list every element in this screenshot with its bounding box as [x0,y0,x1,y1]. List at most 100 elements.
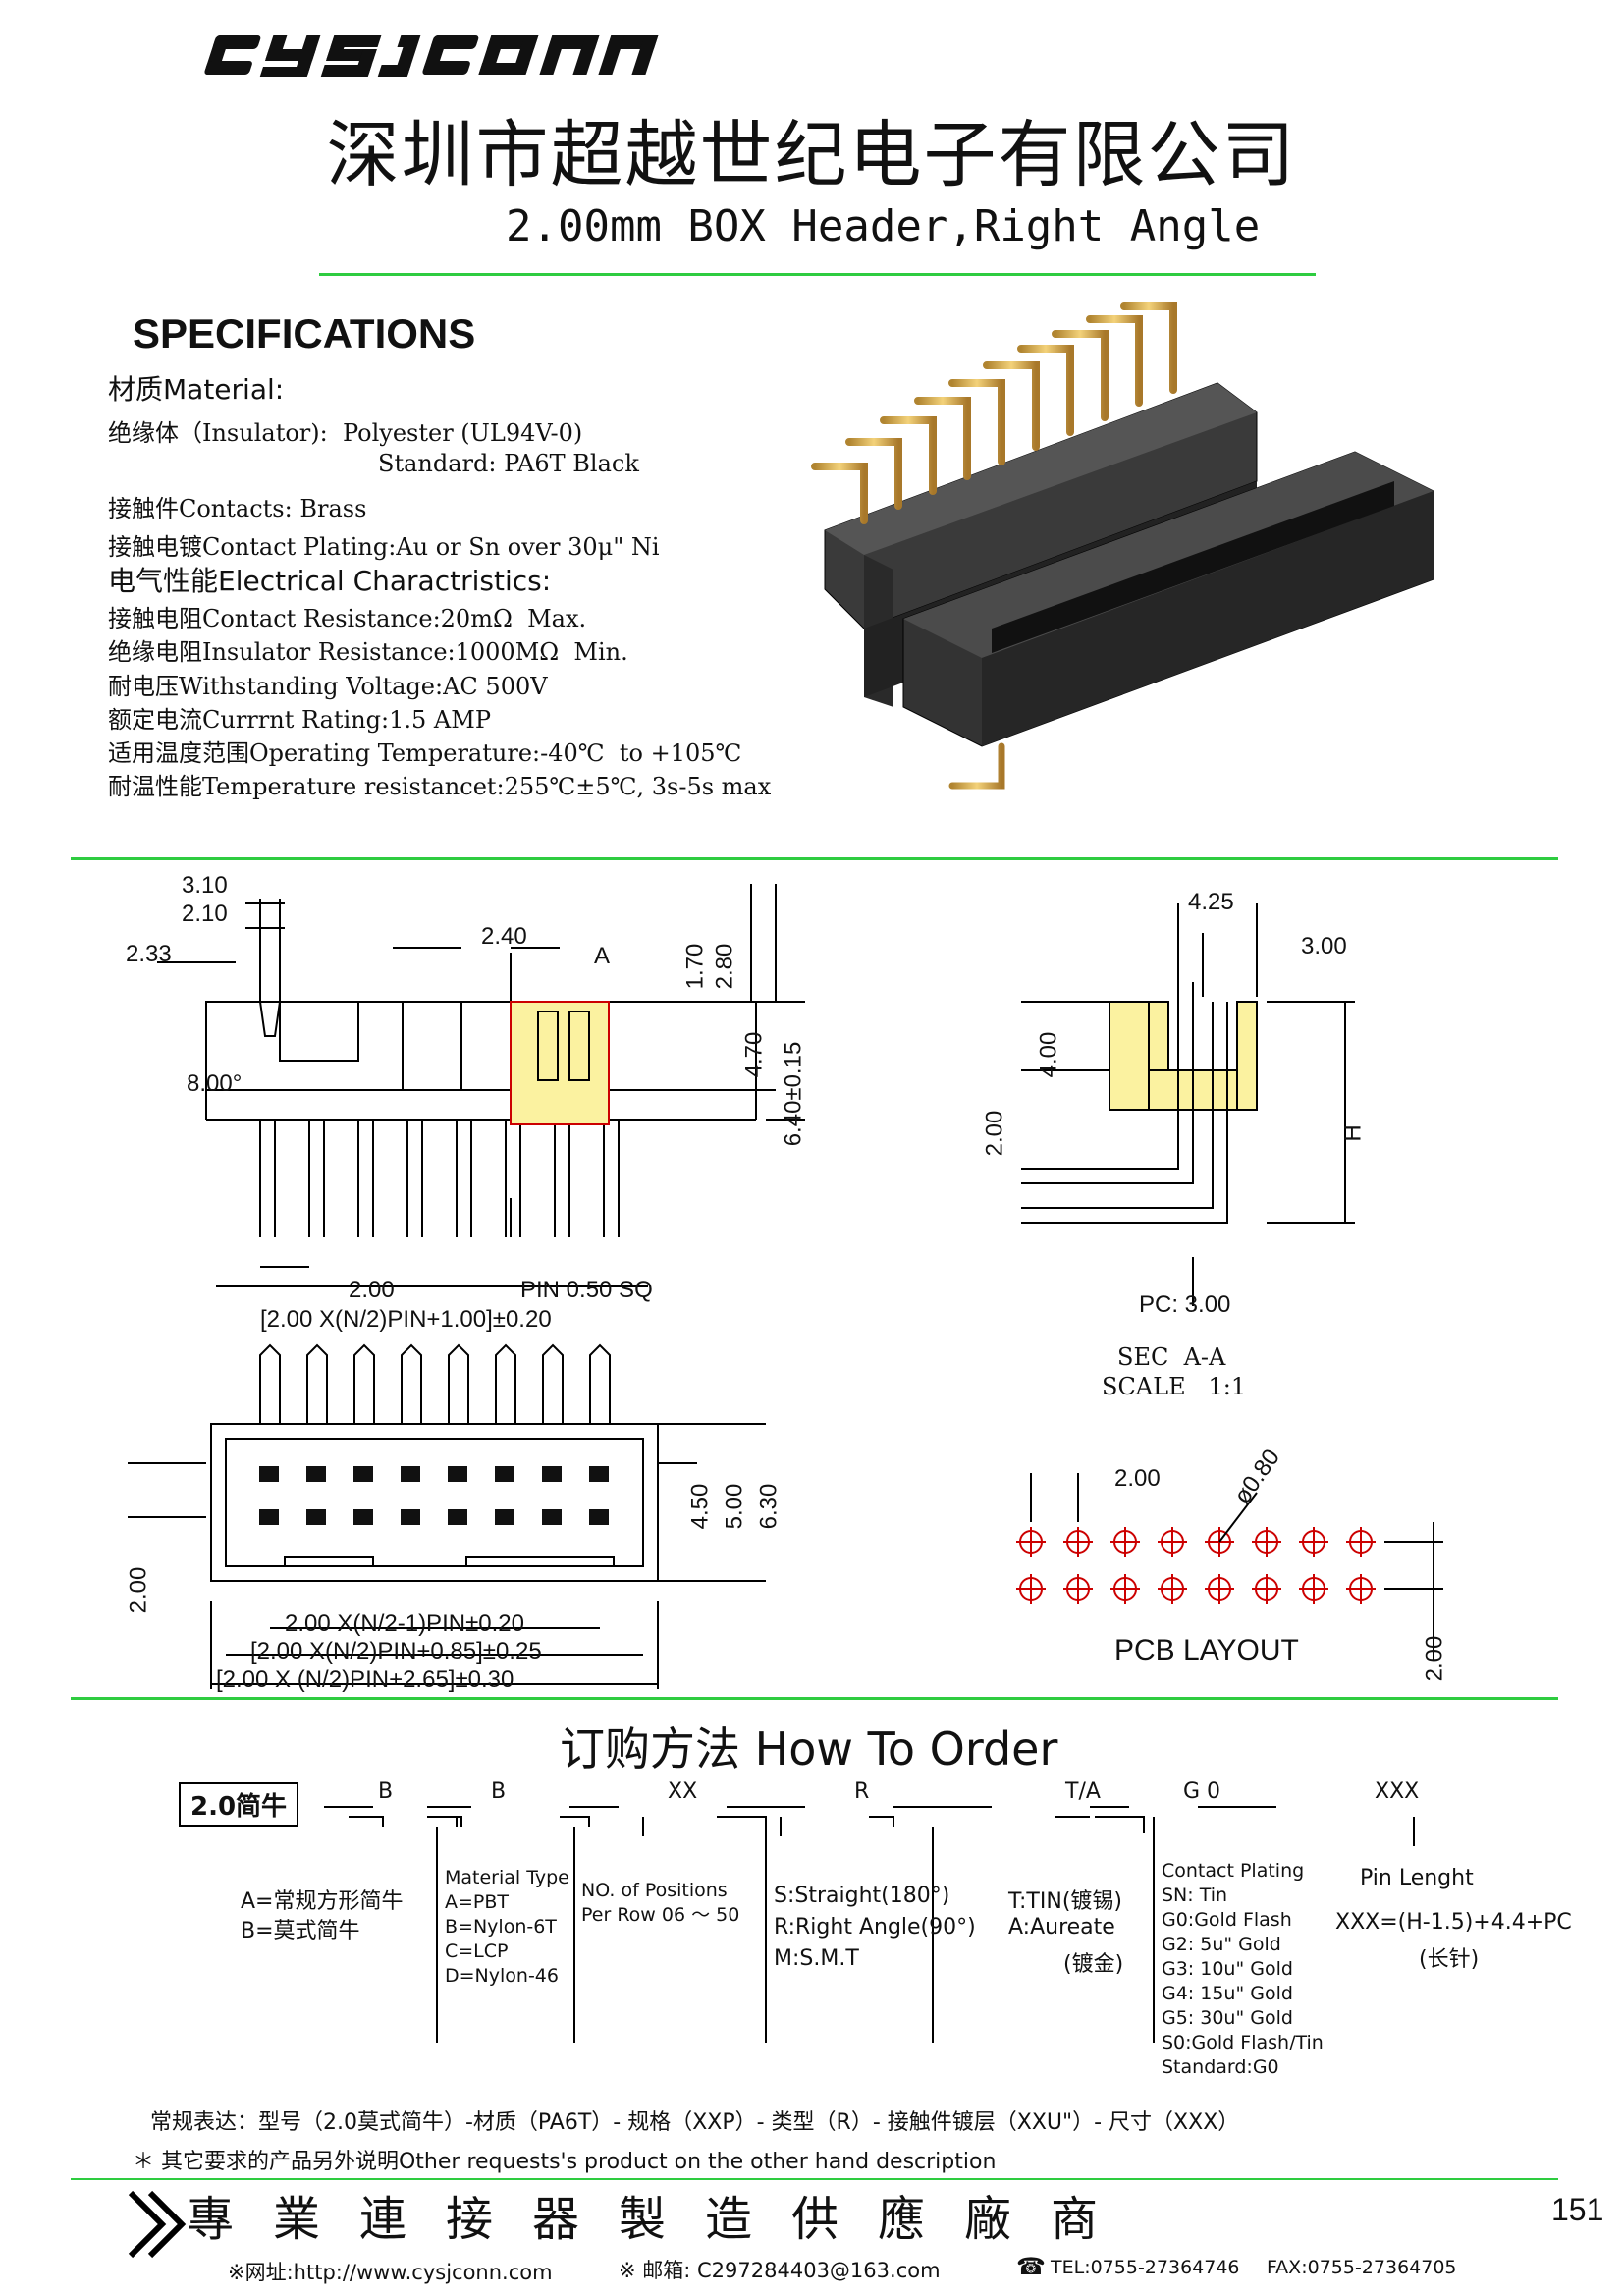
footer-email[interactable]: ※ 邮箱: C297284403@163.com [619,2259,941,2282]
order-type-a: A=常规方形简牛 [241,1889,404,1914]
dim-280: 2.80 [711,943,738,990]
order-mat-d: D=Nylon-46 [445,1965,559,1987]
order-c2: B [491,1779,507,1804]
order-type-b: B=莫式简牛 [241,1919,360,1943]
order-sn: SN: Tin [1162,1885,1228,1906]
front-view-drawing [128,1343,766,1689]
dim-240: 2.40 [481,923,527,950]
order-tin: T:TIN(镀锡) [1008,1889,1122,1914]
spec-contacts: 接触件Contacts: Brass [108,495,367,522]
spec-operating-temp: 适用温度范围Operating Temperature:-40℃ to +105… [108,739,742,767]
footer-tel: TEL:0755-27364746 [1051,2257,1240,2278]
dim-300: 3.00 [1301,933,1347,959]
phone-icon: ☎ [1016,2253,1046,2280]
order-code-lines [324,1806,1415,2043]
divider [71,857,1558,860]
order-mat-b: B=Nylon-6T [445,1916,557,1938]
order-g0: G0:Gold Flash [1162,1909,1292,1931]
order-pos-title: NO. of Positions [581,1880,728,1901]
divider [71,1697,1558,1700]
spec-current: 额定电流Currrnt Rating:1.5 AMP [108,706,491,734]
dim-310: 3.10 [182,872,228,899]
order-c4: R [854,1779,870,1804]
dim-425: 4.25 [1188,889,1234,915]
dim-formula-3: [2.00 X (N/2)PIN+2.65]±0.30 [216,1667,514,1693]
pcb-title: PCB LAYOUT [1114,1634,1299,1667]
order-cp-title: Contact Plating [1162,1860,1305,1882]
order-code-box: 2.0简牛 [179,1782,299,1827]
product-3d-render [811,302,1434,790]
order-g3: G3: 10u" Gold [1162,1958,1293,1980]
footer-fax: FAX:0755-27364705 [1267,2257,1457,2278]
dim-200-sec: 2.00 [981,1110,1008,1157]
divider [319,273,1316,276]
order-c6: G 0 [1183,1779,1221,1804]
pcb-pitch: 2.00 [1114,1465,1161,1492]
spec-insulator-resistance: 绝缘电阻Insulator Resistance:1000MΩ Min. [108,638,628,666]
order-pos-range: Per Row 06 ～ 50 [581,1904,740,1926]
spec-plating: 接触电镀Contact Plating:Au or Sn over 30μ" N… [108,533,660,561]
dim-500: 5.00 [721,1483,748,1530]
spec-temp-resistance: 耐温性能Temperature resistancet:255℃±5℃, 3s-… [108,773,772,800]
dim-450: 4.50 [686,1483,714,1530]
electrical-heading: 电气性能Electrical Charactristics: [108,565,552,597]
section-scale: SCALE 1:1 [1102,1373,1247,1400]
order-note: ＊ 其它要求的产品另外说明Other requests's product on… [133,2150,997,2174]
chevron-double-icon [128,2190,187,2259]
dim-h: H [1339,1124,1367,1142]
order-g5: G5: 30u" Gold [1162,2007,1293,2029]
order-c1: B [378,1779,394,1804]
section-title: SEC A-A [1117,1343,1226,1371]
dim-formula-1: 2.00 X(N/2-1)PIN±0.20 [285,1611,524,1637]
order-g2: G2: 5u" Gold [1162,1934,1281,1955]
order-c5: T/A [1065,1779,1101,1804]
product-title: 2.00mm BOX Header,Right Angle [506,201,1261,251]
dim-pin-sq: PIN 0.50 SQ [520,1277,653,1303]
company-logo [204,35,659,77]
spec-insulator-std: Standard: PA6T Black [378,450,639,477]
order-mat-c: C=LCP [445,1941,509,1962]
dim-640: 6.40±0.15 [780,1041,807,1147]
footer-slogan: 專業連接器製造供應廠商 [187,2192,1138,2247]
order-smt: M:S.M.T [774,1946,859,1971]
dim-630: 6.30 [755,1483,783,1530]
order-regular-expression: 常规表达：型号（2.0莫式简牛）-材质（PA6T）- 规格（XXP）- 类型（R… [150,2110,1240,2135]
spec-insulator: 绝缘体（Insulator): Polyester (UL94V-0) [108,419,583,447]
spec-heading: SPECIFICATIONS [133,310,476,356]
order-title: 订购方法 How To Order [560,1722,1058,1776]
order-c3: XX [668,1779,698,1804]
order-straight: S:Straight(180°) [774,1884,950,1908]
footer-website[interactable]: ※网址:http://www.cysjconn.com [228,2261,553,2284]
section-view-drawing [1021,903,1355,1306]
spec-voltage: 耐电压Withstanding Voltage:AC 500V [108,673,548,700]
order-right-angle: R:Right Angle(90°) [774,1915,976,1940]
order-mat-a: A=PBT [445,1891,510,1913]
pcb-layout-drawing [1016,1473,1443,1660]
order-s0: S0:Gold Flash/Tin [1162,2032,1324,2053]
dim-200-front: 2.00 [125,1566,152,1613]
page-number: 151 [1551,2192,1604,2227]
dim-800: 8.00° [187,1070,243,1097]
side-view-drawing [157,884,805,1287]
dim-formula-2: [2.00 X(N/2)PIN+0.85]±0.25 [250,1638,542,1665]
order-pin-formula: XXX=(H-1.5)+4.4+PC [1335,1910,1572,1935]
divider [71,2178,1558,2180]
material-heading: 材质Material: [108,373,285,406]
dim-length-formula: [2.00 X(N/2)PIN+1.00]±0.20 [260,1306,552,1333]
dim-170: 1.70 [681,943,709,990]
spec-contact-resistance: 接触电阻Contact Resistance:20mΩ Max. [108,605,587,632]
order-pin-cn: (长针) [1419,1947,1480,1972]
order-c7: XXX [1375,1779,1420,1804]
dim-233: 2.33 [126,941,172,967]
order-pin-length: Pin Lenght [1360,1866,1474,1890]
order-g4: G4: 15u" Gold [1162,1983,1293,2004]
section-label-a: A [594,943,611,969]
dim-210: 2.10 [182,901,228,927]
dim-400: 4.00 [1035,1031,1062,1078]
order-standard: Standard:G0 [1162,2056,1279,2078]
order-aureate: A:Aureate [1008,1915,1115,1940]
dim-pc: PC: 3.00 [1139,1291,1231,1318]
pcb-row-pitch: 2.00 [1421,1635,1448,1682]
dim-pitch: 2.00 [349,1277,395,1303]
order-aureate-cn: (镀金) [1063,1952,1124,1977]
